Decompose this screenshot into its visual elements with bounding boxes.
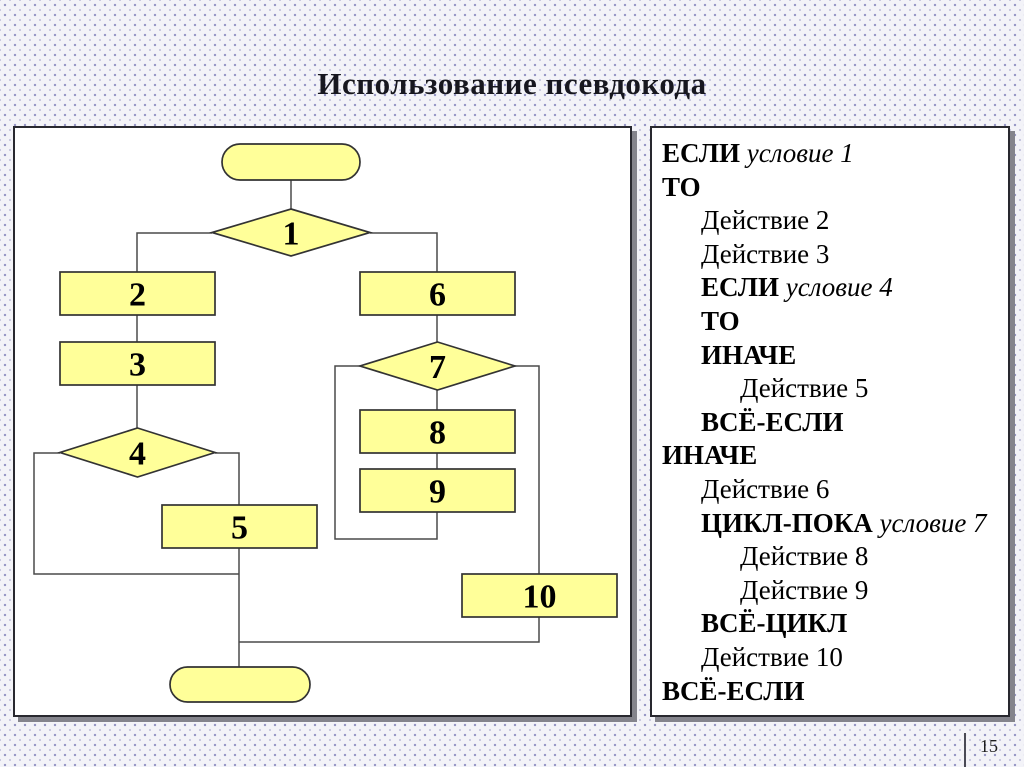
pseudocode-line: ЕСЛИ условие 1 bbox=[662, 137, 1006, 171]
pseudocode-line: Действие 10 bbox=[662, 641, 1006, 675]
flow-node-label: 7 bbox=[429, 349, 446, 386]
pseudocode-line: ВСЁ-ЕСЛИ bbox=[662, 675, 1006, 709]
footer-divider bbox=[964, 733, 966, 767]
pseudocode-action: Действие 9 bbox=[740, 574, 869, 605]
flow-node-label: 8 bbox=[429, 415, 446, 452]
flow-node-r10 bbox=[461, 573, 618, 618]
pseudocode-keyword: ЦИКЛ-ПОКА bbox=[701, 507, 873, 538]
pseudocode-action: Действие 8 bbox=[740, 541, 869, 572]
pseudocode-action: Действие 5 bbox=[740, 373, 869, 404]
flow-connector bbox=[515, 365, 540, 574]
flow-node-label: 1 bbox=[283, 216, 300, 253]
flow-connector bbox=[334, 365, 438, 540]
flow-node-d4 bbox=[57, 427, 218, 478]
flow-node-start bbox=[221, 143, 361, 181]
pseudocode-line: Действие 5 bbox=[662, 372, 1006, 406]
flow-node-label: 5 bbox=[231, 510, 248, 547]
flow-node-label: 3 bbox=[129, 347, 146, 384]
pseudocode-condition: условие 1 bbox=[739, 138, 854, 168]
pseudocode-action: Действие 2 bbox=[701, 205, 830, 236]
flow-node-r3 bbox=[59, 341, 216, 386]
flow-node-r8 bbox=[359, 409, 516, 454]
flow-connector bbox=[370, 232, 438, 272]
pseudocode-line: ТО bbox=[662, 305, 1006, 339]
flow-node-d7 bbox=[357, 341, 518, 391]
pseudocode-line: Действие 6 bbox=[662, 473, 1006, 507]
pseudocode-keyword: ТО bbox=[701, 305, 740, 336]
pseudocode-keyword: ИНАЧЕ bbox=[701, 339, 797, 370]
flowchart-svg: 1 2 6 3 7 4 8 9 5 10 bbox=[33, 143, 618, 703]
flow-connector bbox=[215, 452, 240, 505]
flow-connector bbox=[239, 617, 540, 643]
flow-node-r2 bbox=[59, 271, 216, 316]
flow-node-label: 2 bbox=[129, 277, 146, 314]
pseudocode-action: Действие 3 bbox=[701, 238, 830, 269]
pseudocode-keyword: ТО bbox=[662, 171, 701, 202]
pseudocode-line: ВСЁ-ЦИКЛ bbox=[662, 607, 1006, 641]
flow-node-end bbox=[169, 666, 311, 703]
flowchart-panel: 1 2 6 3 7 4 8 9 5 10 bbox=[13, 126, 632, 717]
pseudocode-line: ИНАЧЕ bbox=[662, 339, 1006, 373]
flow-connector bbox=[33, 452, 239, 575]
pseudocode-line: Действие 8 bbox=[662, 540, 1006, 574]
pseudocode-action: Действие 10 bbox=[701, 641, 843, 672]
pseudocode-keyword: ВСЁ-ЦИКЛ bbox=[701, 608, 848, 639]
pseudocode-line: ЕСЛИ условие 4 bbox=[662, 271, 1006, 305]
pseudocode-condition: условие 7 bbox=[872, 507, 987, 538]
pseudocode-keyword: ЕСЛИ bbox=[701, 272, 779, 303]
flow-connector bbox=[136, 232, 212, 272]
flow-node-label: 10 bbox=[523, 579, 557, 616]
pseudocode-line: Действие 2 bbox=[662, 204, 1006, 238]
pseudocode-line: ВСЁ-ЕСЛИ bbox=[662, 406, 1006, 440]
pseudocode-line: ЦИКЛ-ПОКА условие 7 bbox=[662, 507, 1006, 541]
pseudocode-line: ИНАЧЕ bbox=[662, 439, 1006, 473]
flow-node-d1 bbox=[209, 208, 373, 257]
page-number: 15 bbox=[980, 736, 998, 756]
flow-node-label: 6 bbox=[429, 277, 446, 314]
flow-node-r6 bbox=[359, 271, 516, 316]
pseudocode-line: ТО bbox=[662, 171, 1006, 205]
pseudocode-line: Действие 3 bbox=[662, 238, 1006, 272]
flow-node-r5 bbox=[161, 504, 318, 549]
pseudocode-action: Действие 6 bbox=[701, 473, 830, 504]
pseudocode-keyword: ЕСЛИ bbox=[662, 138, 740, 168]
slide-title: Использование псевдокода bbox=[317, 66, 707, 101]
pseudocode-condition: условие 4 bbox=[778, 272, 893, 303]
pseudocode-keyword: ИНАЧЕ bbox=[662, 440, 758, 471]
flow-node-label: 4 bbox=[129, 436, 146, 473]
pseudocode-keyword: ВСЁ-ЕСЛИ bbox=[701, 406, 844, 437]
pseudocode-line: Действие 9 bbox=[662, 574, 1006, 608]
flow-node-r9 bbox=[359, 468, 516, 513]
pseudocode-keyword: ВСЁ-ЕСЛИ bbox=[662, 675, 805, 706]
flow-node-label: 9 bbox=[429, 474, 446, 511]
